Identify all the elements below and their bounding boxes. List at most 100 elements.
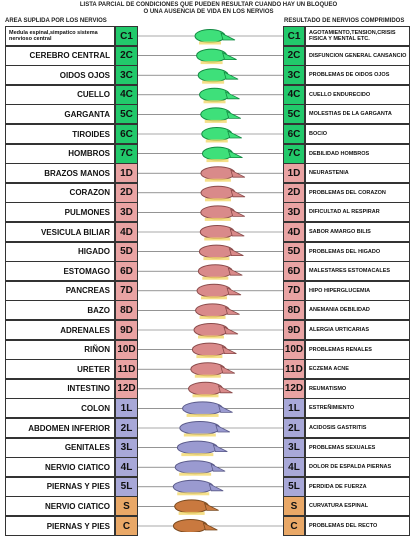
area-label: NERVIO CIATICO	[5, 457, 115, 478]
result-label: ACIDOSIS GASTRITIS	[305, 418, 410, 438]
intervertebral-disc	[177, 492, 210, 496]
spinous-process	[210, 463, 226, 472]
vertebra-code-left: 1D	[115, 163, 138, 184]
result-label: HIPO HIPERGLUCEMIA	[305, 280, 410, 301]
result-label: SABOR AMARGO BILIS	[305, 222, 410, 242]
vertebra-code-right: 5C	[283, 104, 305, 125]
area-label: URETER	[5, 359, 115, 380]
area-label: PULMONES	[5, 202, 115, 223]
vertebra-code-left: 9D	[115, 320, 138, 340]
vertebra-shape	[200, 166, 236, 181]
vertebra-code-left: C	[115, 516, 138, 536]
area-label: HOMBROS	[5, 143, 115, 164]
result-label: DISFUNCION GENERAL CANSANCIO	[305, 45, 410, 66]
intervertebral-disc	[198, 335, 225, 339]
vertebra-shape	[201, 146, 233, 161]
vertebra-code-left: 2C	[115, 45, 138, 66]
intervertebral-disc	[196, 355, 223, 359]
vertebra-shape	[194, 29, 226, 43]
area-row: Medula espinal,simpatico sistema nervios…	[5, 26, 138, 46]
vertebra-code-left: 7D	[115, 280, 138, 301]
vertebra-code-left: 5D	[115, 241, 138, 262]
title-line-2: O UNA AUSENCIA DE VIDA EN LOS NERVIOS	[143, 9, 274, 15]
vertebra-shape	[199, 87, 231, 102]
vertebra-code-left: 1L	[115, 398, 138, 419]
area-label: BAZO	[5, 300, 115, 321]
area-label: PIERNAS Y PIES	[5, 516, 115, 536]
vertebra-code-right: 4C	[283, 84, 305, 105]
result-label: MOLESTIAS DE LA GARGANTA	[305, 104, 410, 125]
vertebra-shape	[190, 362, 226, 377]
vertebra-shape	[200, 185, 236, 200]
vertebra-code-left: S	[115, 496, 138, 517]
vertebra-code-right: S	[283, 496, 305, 517]
spinous-process	[221, 51, 237, 60]
area-label: PIERNAS Y PIES	[5, 476, 115, 497]
spinous-process	[215, 424, 231, 433]
vertebra-shape	[197, 264, 233, 279]
result-label: PROBLEMAS DEL CORAZON	[305, 182, 410, 203]
vertebra-shape	[196, 48, 228, 63]
vertebra-code-left: 11D	[115, 359, 138, 380]
intervertebral-disc	[205, 139, 228, 143]
vertebra-code-right: 1L	[283, 398, 305, 419]
area-label: CUELLO	[5, 84, 115, 105]
vertebra-code-right: 7D	[283, 280, 305, 301]
vertebra-code-left: 5C	[115, 104, 138, 125]
intervertebral-disc	[204, 217, 231, 221]
vertebra-code-left: 5L	[115, 476, 138, 497]
spinous-process	[217, 404, 233, 413]
intervertebral-disc	[192, 394, 219, 398]
area-label: BRAZOS MANOS	[5, 163, 115, 184]
spinous-process	[224, 91, 240, 100]
result-label: CUELLO ENDURECIDO	[305, 84, 410, 105]
vertebra-code-right: 6C	[283, 124, 305, 144]
spinous-process	[230, 208, 245, 217]
area-label: HIGADO	[5, 241, 115, 262]
intervertebral-disc	[204, 198, 231, 202]
vertebra-shape	[195, 303, 231, 318]
vertebra-code-right: 2C	[283, 45, 305, 66]
vertebra-code-right: 4L	[283, 457, 305, 478]
vertebra-shape	[172, 479, 214, 494]
result-label: ANEMANIA DEBILIDAD	[305, 300, 410, 321]
result-label: ECZEMA ACNE	[305, 359, 410, 380]
area-label: ESTOMAGO	[5, 261, 115, 282]
area-label: ABDOMEN INFERIOR	[5, 418, 115, 438]
intervertebral-disc	[202, 80, 225, 84]
result-label: DIFICULTAD AL RESPIRAR	[305, 202, 410, 223]
intervertebral-disc	[203, 257, 230, 261]
spine-illustration	[138, 18, 283, 532]
vertebra-code-left: 2D	[115, 182, 138, 203]
vertebra-code-right: 12D	[283, 378, 305, 399]
intervertebral-disc	[204, 237, 231, 241]
area-label: INTESTINO	[5, 378, 115, 399]
vertebra-shape	[176, 440, 218, 455]
area-label: NERVIO CIATICO	[5, 496, 115, 517]
intervertebral-disc	[204, 178, 231, 182]
vertebra-code-right: 2D	[283, 182, 305, 203]
vertebra-code-right: 9D	[283, 320, 305, 340]
spinous-process	[229, 228, 245, 237]
vertebra-code-left: 4D	[115, 222, 138, 242]
